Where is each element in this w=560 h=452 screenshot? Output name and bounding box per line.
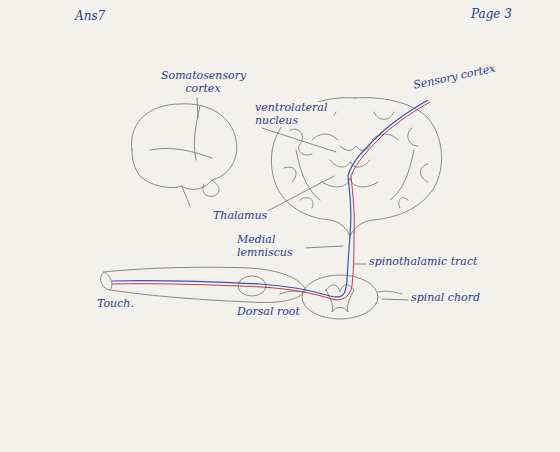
part-label: Medial lemniscus xyxy=(236,234,306,259)
part-label: Sensory cortex xyxy=(411,62,497,92)
part-label: Dorsal root xyxy=(236,306,301,319)
part-label: Touch. xyxy=(96,298,135,311)
part-label: Thalamus xyxy=(212,210,268,223)
page-label: Page 3 xyxy=(470,8,513,22)
page-label: Ans7 xyxy=(74,10,106,24)
part-label: ventrolateral nucleus xyxy=(254,102,334,127)
part-label: Somatosensory cortex xyxy=(160,70,246,95)
part-label: spinothalamic tract xyxy=(368,256,478,269)
part-label: spinal chord xyxy=(410,292,481,305)
